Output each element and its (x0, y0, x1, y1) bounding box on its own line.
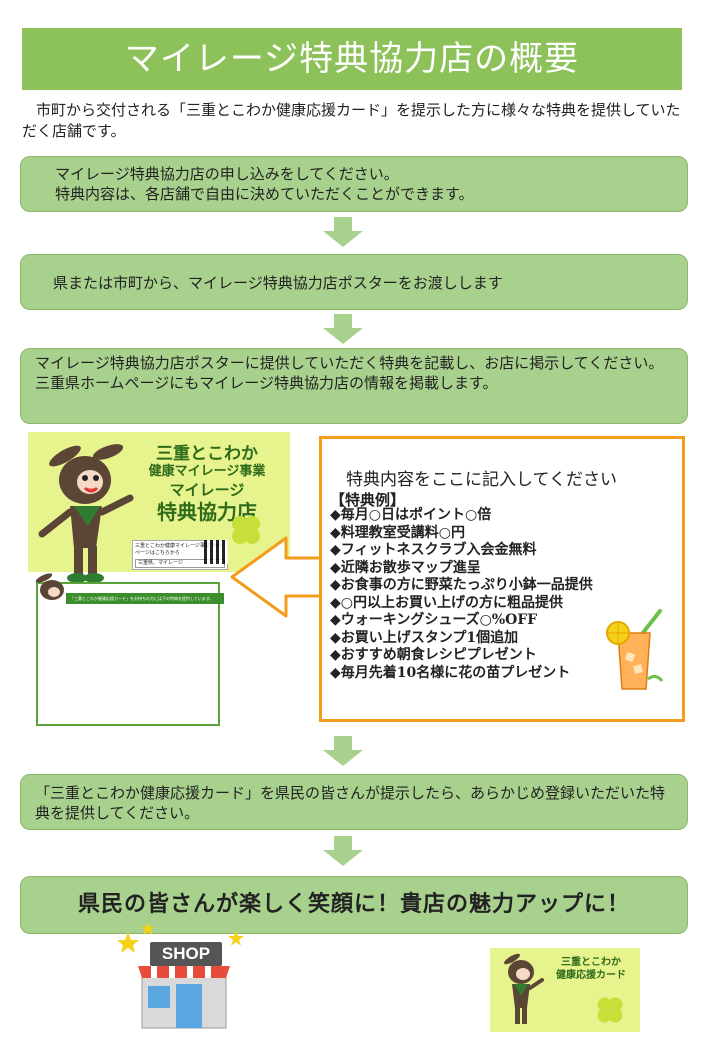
juice-glass-icon (606, 609, 664, 690)
card-title-line1: 三重とこわか (561, 957, 621, 968)
step-1-line1: マイレージ特典協力店の申し込みをしてください。 (55, 165, 399, 183)
left-pointer-arrow (230, 536, 324, 618)
list-item: ◆近隣お散歩マップ進呈 (330, 559, 481, 576)
poster-title: 三重とこわか 健康マイレージ事業 マイレージ 特典協力店 (132, 444, 282, 524)
poster-image: 三重とこわか 健康マイレージ事業 マイレージ 特典協力店 三重とこわか健康マイレ… (28, 432, 290, 732)
poster-web-text: 三重とこわか健康マイレージ事業 Webページはこちらから (135, 543, 223, 556)
intro-text: 市町から交付される「三重とこわか健康応援カード」を提示した方に様々な特典を提供し… (22, 101, 681, 140)
list-item: ◆フィットネスクラブ入会金無料 (330, 542, 537, 558)
poster-title-line3: マイレージ (169, 481, 245, 499)
list-item: ◆毎月○日はポイント○倍 (330, 507, 492, 523)
list-item: ◆毎月先着10名様に花の苗プレゼント (330, 664, 571, 681)
qr-code-icon (204, 540, 228, 564)
step-1-box: マイレージ特典協力店の申し込みをしてください。 特典内容は、各店舗で自由に決めて… (20, 156, 688, 212)
list-item: ◆○円以上お買い上げの方に粗品提供 (330, 594, 563, 611)
list-item: ◆料理教室受講料○円 (330, 524, 465, 541)
health-card-image: 三重とこわか 健康応援カード (490, 948, 640, 1032)
poster-title-line2: 健康マイレージ事業 (148, 464, 266, 479)
card-title: 三重とこわか 健康応援カード (546, 956, 636, 982)
list-item: ◆お買い上げスタンプ1個追加 (330, 629, 519, 646)
step-4-text: 「三重とこわか健康応援カード」を県民の皆さんが提示したら、あらかじめ登録いただい… (35, 784, 666, 822)
page-title: マイレージ特典協力店の概要 (22, 28, 682, 90)
shop-icon (118, 922, 244, 1029)
step-3-text: マイレージ特典協力店ポスターに提供していただく特典を記載し、お店に掲示してくださ… (35, 354, 664, 392)
poster-title-line1: 三重とこわか (156, 444, 258, 464)
final-message: 県民の皆さんが楽しく笑顔に！貴店の魅力アップに！ (20, 876, 688, 934)
card-clover-icon (597, 997, 623, 1023)
step-3-box: マイレージ特典協力店ポスターに提供していただく特典を記載し、お店に掲示してくださ… (20, 348, 688, 424)
list-item: ◆おすすめ朝食レシピプレゼント (330, 647, 537, 663)
card-title-line2: 健康応援カード (556, 970, 626, 981)
example-list: ◆毎月○日はポイント○倍 ◆料理教室受講料○円 ◆フィットネスクラブ入会金無料 … (330, 507, 593, 682)
step-4-box: 「三重とこわか健康応援カード」を県民の皆さんが提示したら、あらかじめ登録いただい… (20, 774, 688, 830)
mascot-peek-icon (35, 573, 64, 600)
poster-strip: 「三重とこわか健康応援カード」をお持ちの方には下の特典を提供しています。 (66, 593, 224, 604)
example-heading: 特典内容をここに記入してください (346, 470, 617, 490)
clover-icon (232, 516, 260, 544)
list-item: ◆お食事の方に野菜たっぷり小鉢一品提供 (330, 577, 593, 593)
step-2-box: 県または市町から、マイレージ特典協力店ポスターをお渡しします (20, 254, 688, 310)
shop-sign-text: SHOP (161, 944, 211, 963)
list-item: ◆ウォーキングシューズ○%OFF (330, 612, 538, 628)
benefit-example-box: 特典内容をここに記入してください 【特典例】 ◆毎月○日はポイント○倍 ◆料理教… (319, 436, 685, 722)
mascot-icon (38, 444, 134, 583)
step-1-line2: 特典内容は、各店舗で自由に決めていただくことができます。 (55, 185, 474, 203)
poster-blank-frame (36, 582, 220, 726)
example-label: 【特典例】 (330, 491, 406, 509)
step-2-line1: 県または市町から、マイレージ特典協力店ポスターをお渡しします (53, 274, 503, 292)
card-mascot-icon (504, 953, 544, 1024)
